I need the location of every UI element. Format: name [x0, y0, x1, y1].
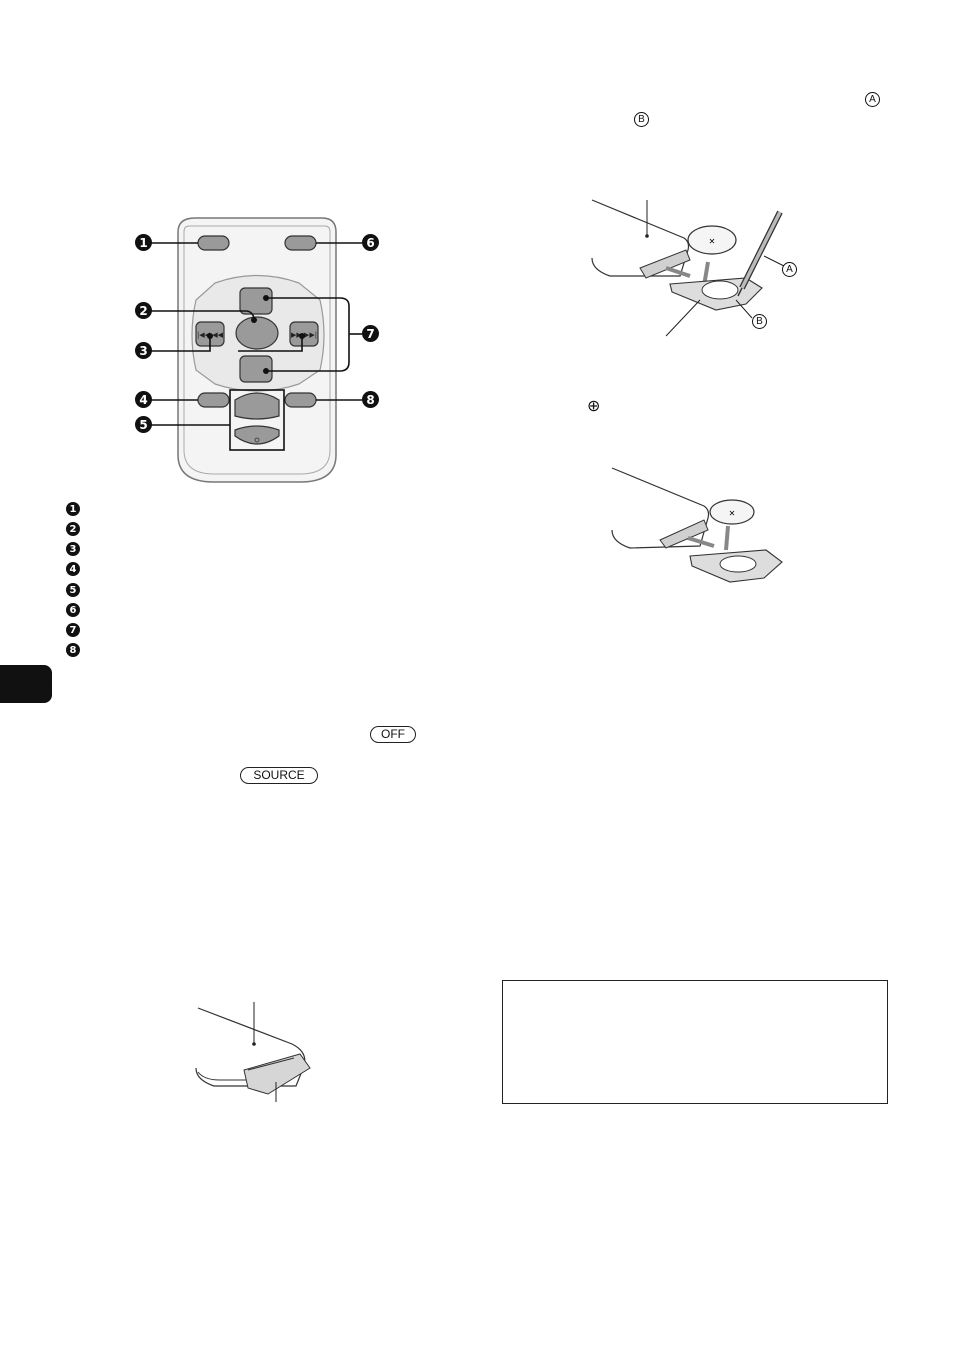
marker-b-text: B [634, 112, 649, 127]
callout-4: 4 [135, 391, 152, 408]
legend-number: 4 [66, 562, 80, 576]
legend-number: 3 [66, 542, 80, 556]
svg-text:✕: ✕ [729, 509, 736, 518]
legend-number: 8 [66, 643, 80, 657]
notice-box [502, 980, 888, 1104]
callout-3: 3 [135, 342, 152, 359]
callout-5: 5 [135, 416, 152, 433]
callout-7: 7 [362, 325, 379, 342]
legend-number: 2 [66, 522, 80, 536]
marker-b-figure: B [752, 314, 767, 329]
callout-2: 2 [135, 302, 152, 319]
legend-number: 7 [66, 623, 80, 637]
marker-a-figure: A [782, 262, 797, 277]
legend-number: 5 [66, 583, 80, 597]
legend-number: 6 [66, 603, 80, 617]
callout-8: 8 [362, 391, 379, 408]
legend-number: 1 [66, 502, 80, 516]
marker-a-text: A [865, 92, 880, 107]
callout-1: 1 [135, 234, 152, 251]
section-thumb-tab [0, 665, 52, 703]
off-key-label: OFF [370, 726, 416, 743]
svg-text:✕: ✕ [709, 237, 716, 246]
source-key-label: SOURCE [240, 767, 318, 784]
plus-side-icon: ⊕ [587, 396, 601, 415]
callout-6: 6 [362, 234, 379, 251]
